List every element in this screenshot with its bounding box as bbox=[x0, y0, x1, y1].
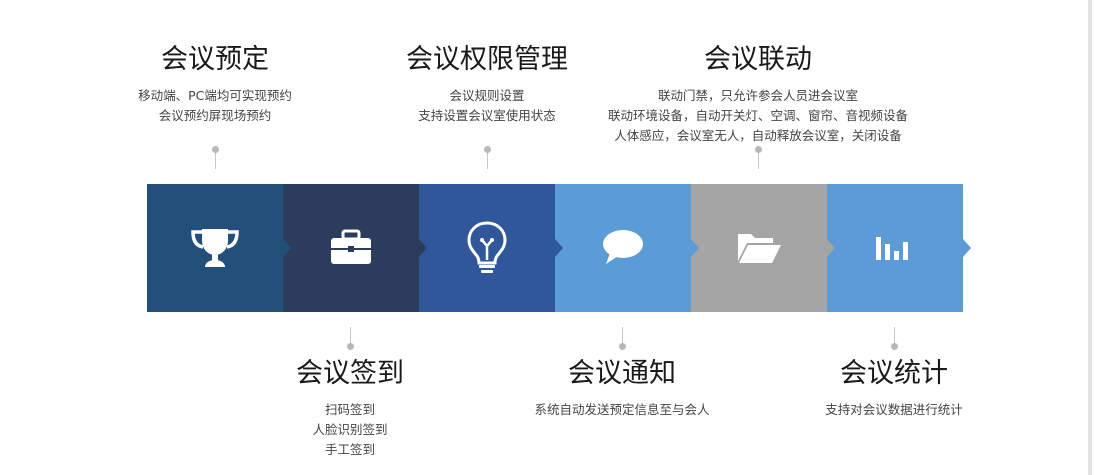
feature-title: 会议统计 bbox=[840, 358, 948, 389]
briefcase-icon bbox=[328, 228, 374, 268]
feature-booking: 会议预定 移动端、PC端均可实现预约 会议预约屏现场预约 bbox=[65, 44, 365, 126]
feature-desc-line: 人脸识别签到 bbox=[312, 422, 388, 437]
feature-desc: 支持对会议数据进行统计 bbox=[744, 400, 1044, 420]
feature-title: 会议预定 bbox=[161, 44, 269, 75]
feature-title: 会议权限管理 bbox=[406, 44, 568, 75]
arrow-tip bbox=[283, 239, 291, 257]
feature-desc: 系统自动发送预定信息至与会人 bbox=[472, 400, 772, 420]
connector-line bbox=[755, 146, 762, 169]
feature-linkage: 会议联动 联动门禁，只允许参会人员进会议室 联动环境设备，自动开关灯、空调、窗帘… bbox=[558, 44, 958, 146]
feature-desc-line: 会议预约屏现场预约 bbox=[158, 108, 272, 123]
folder-open-icon bbox=[735, 229, 783, 267]
feature-desc: 移动端、PC端均可实现预约 会议预约屏现场预约 bbox=[65, 86, 365, 126]
bar-chart-icon bbox=[874, 234, 916, 262]
feature-permission: 会议权限管理 会议规则设置 支持设置会议室使用状态 bbox=[337, 44, 637, 126]
feature-desc-line: 移动端、PC端均可实现预约 bbox=[138, 88, 292, 103]
connector-line bbox=[347, 327, 354, 350]
feature-desc: 扫码签到 人脸识别签到 手工签到 bbox=[200, 400, 500, 460]
feature-desc-line: 系统自动发送预定信息至与会人 bbox=[534, 402, 710, 417]
connector-line bbox=[212, 146, 219, 169]
arrow-tip bbox=[691, 239, 699, 257]
feature-title: 会议通知 bbox=[568, 358, 676, 389]
feature-desc-line: 联动门禁，只允许参会人员进会议室 bbox=[657, 88, 858, 103]
arrow-tip bbox=[827, 239, 835, 257]
lightbulb-icon bbox=[465, 220, 509, 276]
trophy-icon bbox=[188, 226, 242, 270]
feature-signin: 会议签到 扫码签到 人脸识别签到 手工签到 bbox=[200, 358, 500, 460]
arrow-tip bbox=[555, 239, 563, 257]
arrow-tip bbox=[963, 239, 971, 257]
feature-desc-line: 联动环境设备，自动开关灯、空调、窗帘、音视频设备 bbox=[607, 108, 908, 123]
feature-desc: 联动门禁，只允许参会人员进会议室 联动环境设备，自动开关灯、空调、窗帘、音视频设… bbox=[558, 86, 958, 146]
connector-line bbox=[484, 146, 491, 169]
feature-desc-line: 人体感应，会议室无人，自动释放会议室，关闭设备 bbox=[614, 128, 902, 143]
feature-desc-line: 支持对会议数据进行统计 bbox=[825, 402, 963, 417]
feature-desc-line: 会议规则设置 bbox=[449, 88, 525, 103]
feature-stats: 会议统计 支持对会议数据进行统计 bbox=[744, 358, 1044, 420]
feature-title: 会议联动 bbox=[704, 44, 812, 75]
arrow-tip bbox=[419, 239, 427, 257]
connector-line bbox=[891, 327, 898, 350]
segment-notify bbox=[555, 184, 699, 312]
feature-desc: 会议规则设置 支持设置会议室使用状态 bbox=[337, 86, 637, 126]
segment-permission bbox=[419, 184, 563, 312]
segment-stats bbox=[827, 184, 971, 312]
right-edge-divider bbox=[1088, 0, 1092, 475]
feature-notify: 会议通知 系统自动发送预定信息至与会人 bbox=[472, 358, 772, 420]
connector-line bbox=[619, 327, 626, 350]
feature-title: 会议签到 bbox=[296, 358, 404, 389]
segment-linkage bbox=[691, 184, 835, 312]
feature-desc-line: 手工签到 bbox=[324, 442, 375, 457]
feature-desc-line: 扫码签到 bbox=[324, 402, 375, 417]
feature-desc-line: 支持设置会议室使用状态 bbox=[418, 108, 556, 123]
segment-signin bbox=[283, 184, 427, 312]
chat-bubble-icon bbox=[600, 228, 646, 268]
segment-booking bbox=[147, 184, 291, 312]
